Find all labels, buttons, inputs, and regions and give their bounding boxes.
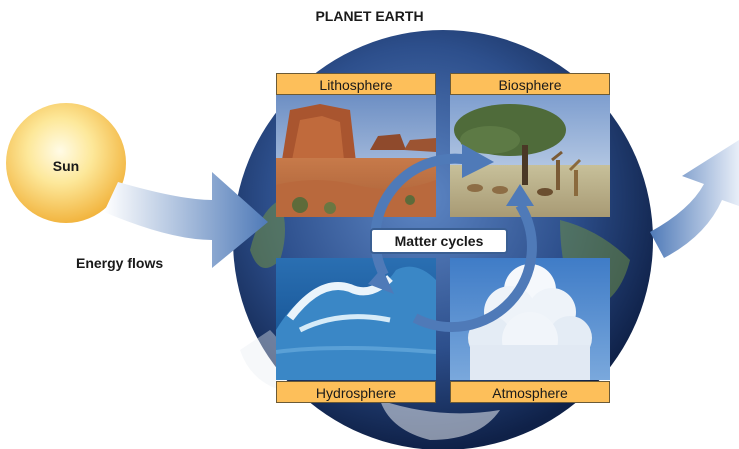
diagram-title: PLANET EARTH (315, 8, 424, 24)
sun-label: Sun (52, 158, 80, 174)
cycle-arrowhead-top (462, 144, 494, 178)
matter-cycles-label: Matter cycles (370, 228, 508, 254)
energy-flows-label: Energy flows (76, 255, 164, 271)
energy-out-arrow (650, 140, 739, 258)
hydrosphere-photo (276, 258, 436, 380)
sun-icon (6, 103, 126, 223)
lithosphere-label: Lithosphere (276, 73, 436, 95)
energy-in-arrow (104, 172, 268, 268)
cycle-arrowhead-right (506, 184, 534, 206)
cycle-arrowhead-left (368, 268, 394, 294)
hydrosphere-label: Hydrosphere (276, 381, 436, 403)
atmosphere-label: Atmosphere (450, 381, 610, 403)
biosphere-label: Biosphere (450, 73, 610, 95)
lithosphere-photo (276, 95, 436, 217)
